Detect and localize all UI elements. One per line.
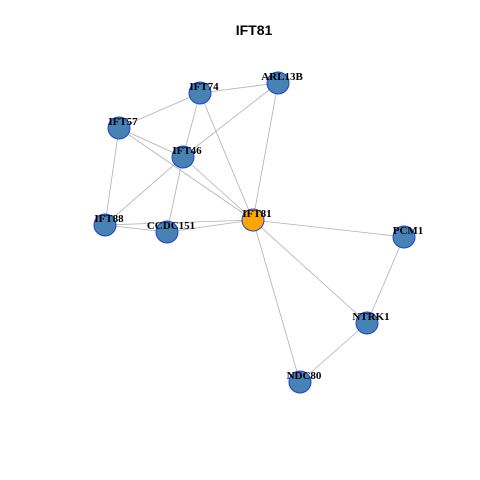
node-ndc80: NDC80 <box>287 370 322 394</box>
edge-ift57-ift88 <box>104 127 120 226</box>
node-circle-ift74 <box>188 81 212 105</box>
node-ntrk1: NTRK1 <box>352 311 390 335</box>
node-circle-ift81 <box>241 208 265 232</box>
node-ift74: IFT74 <box>188 81 219 105</box>
node-label-ift46: IFT46 <box>172 145 202 157</box>
edge-ift81-ndc80 <box>252 219 301 383</box>
node-pcm1: PCM1 <box>392 225 424 249</box>
node-label-ift81: IFT81 <box>242 208 271 220</box>
node-label-ift88: IFT88 <box>94 213 124 225</box>
node-circle-pcm1 <box>392 225 416 249</box>
node-label-arl13b: ARL13B <box>261 71 303 83</box>
node-circle-ift46 <box>171 145 195 169</box>
node-ccdc151: CCDC151 <box>147 220 195 244</box>
node-ift46: IFT46 <box>171 145 202 169</box>
edge-ift46-ccdc151 <box>166 156 184 233</box>
edge-ift74-arl13b <box>199 82 279 94</box>
edge-ift74-ift57 <box>118 92 201 129</box>
node-circle-ift57 <box>107 116 131 140</box>
node-circle-ndc80 <box>288 370 312 394</box>
node-ift81: IFT81 <box>241 208 272 232</box>
node-label-pcm1: PCM1 <box>393 225 424 237</box>
node-circle-ift88 <box>93 213 117 237</box>
node-label-ift57: IFT57 <box>108 116 138 128</box>
edge-arl13b-ift46 <box>182 82 279 158</box>
edge-ift81-pcm1 <box>252 219 405 238</box>
edge-ift57-ift81 <box>118 127 254 221</box>
node-ift57: IFT57 <box>107 116 138 140</box>
edge-ift46-ift88 <box>104 156 184 226</box>
edge-ift46-ift81 <box>182 156 254 221</box>
node-circle-ccdc151 <box>155 220 179 244</box>
edge-ntrk1-ndc80 <box>299 322 368 383</box>
edge-ift88-ift81 <box>104 219 254 226</box>
node-circle-ntrk1 <box>355 311 379 335</box>
edge-ift74-ift81 <box>199 92 254 221</box>
node-label-ntrk1: NTRK1 <box>352 311 389 323</box>
edge-arl13b-ift81 <box>252 82 279 221</box>
graph-title: IFT81 <box>236 22 273 38</box>
node-circle-arl13b <box>266 71 290 95</box>
edge-ccdc151-ift81 <box>166 219 254 233</box>
edge-pcm1-ntrk1 <box>366 236 405 324</box>
node-ift88: IFT88 <box>93 213 124 237</box>
node-label-ift74: IFT74 <box>189 81 219 93</box>
edge-ift57-ift46 <box>118 127 184 158</box>
node-label-ccdc151: CCDC151 <box>147 220 195 232</box>
node-arl13b: ARL13B <box>261 71 303 95</box>
edges-layer <box>104 82 405 383</box>
edge-ift81-ntrk1 <box>252 219 368 324</box>
node-label-ndc80: NDC80 <box>287 370 322 382</box>
